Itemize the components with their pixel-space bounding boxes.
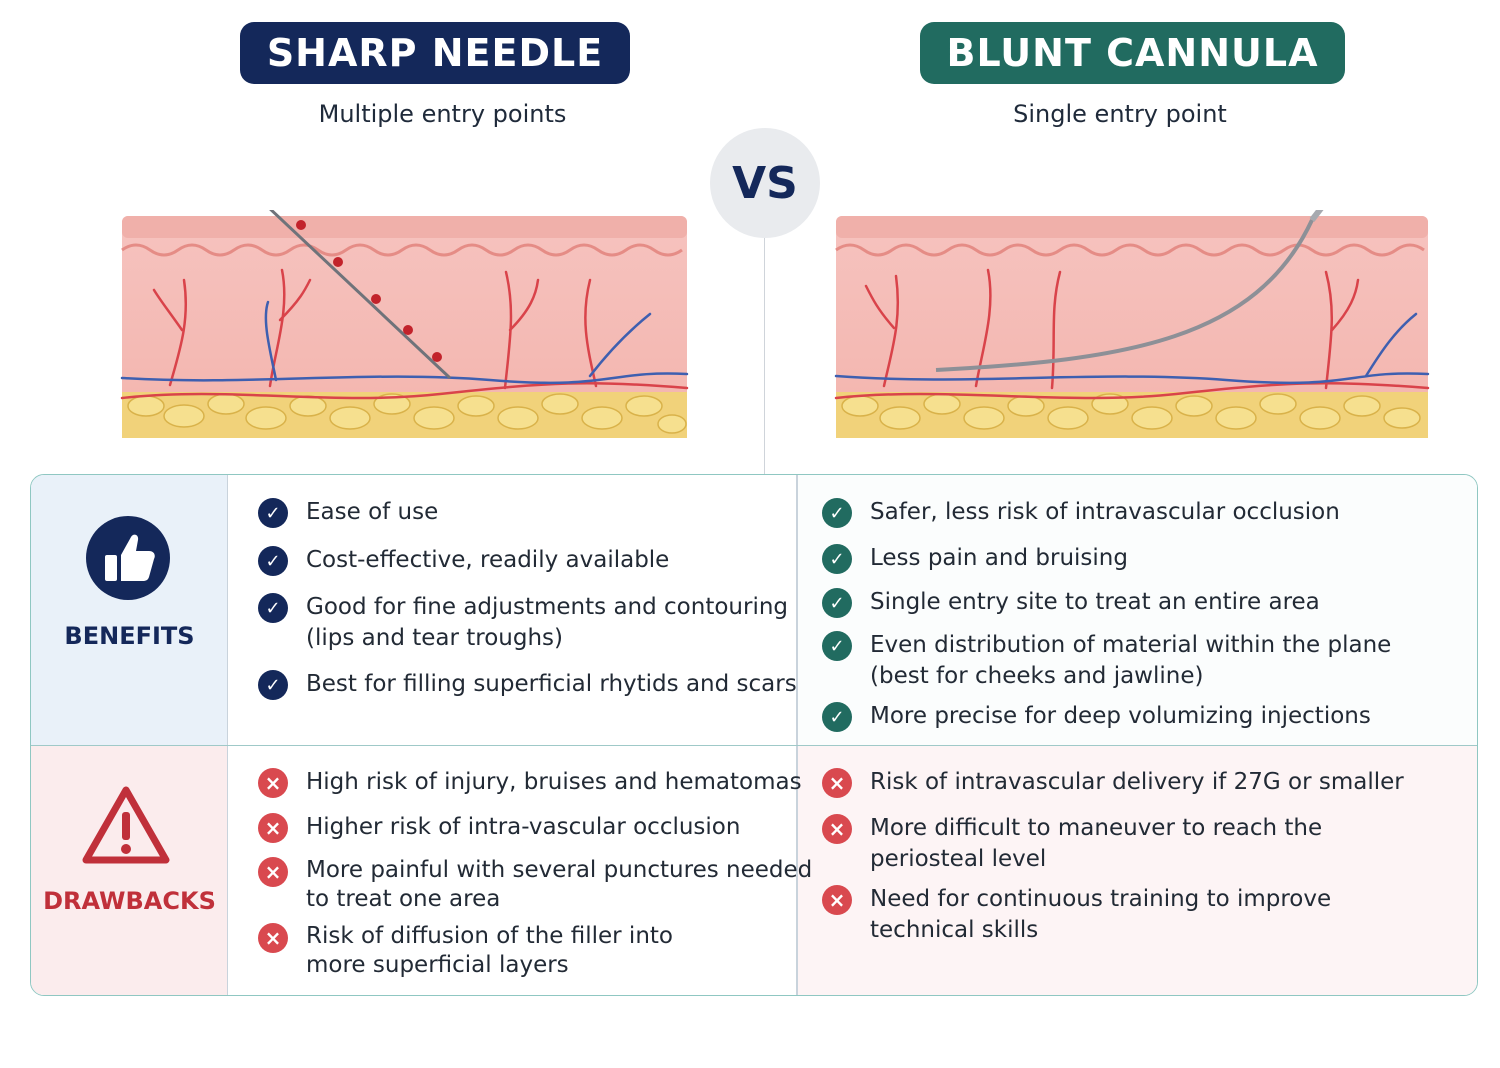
vs-badge: VS <box>710 128 820 238</box>
cannula-benefit-text: Single entry site to treat an entire are… <box>870 589 1320 615</box>
cannula-benefits-cell <box>796 475 1477 745</box>
benefits-label-cell: BENEFITS <box>31 475 228 745</box>
cannula-benefit-item: ✓ Even distribution of material within t… <box>822 630 1391 692</box>
needle-benefit-item: ✓ Best for filling superficial rhytids a… <box>258 669 797 700</box>
sharp-needle-title: SHARP NEEDLE <box>240 22 630 84</box>
needle-benefit-text: Good for fine adjustments and contouring… <box>306 594 789 651</box>
needle-drawback-text: High risk of injury, bruises and hematom… <box>306 769 802 795</box>
warning-icon <box>82 786 170 864</box>
cannula-drawbacks-cell <box>796 746 1477 995</box>
cannula-benefit-item: ✓ Less pain and bruising <box>822 543 1128 574</box>
check-icon: ✓ <box>822 498 852 528</box>
cannula-drawback-text: More difficult to maneuver to reach the … <box>870 815 1323 872</box>
drawbacks-label: DRAWBACKS <box>43 887 216 915</box>
cannula-drawback-text: Need for continuous training to improve … <box>870 886 1332 943</box>
comparison-table: BENEFITS ✓ Ease of use ✓ Cost-effective,… <box>30 474 1478 996</box>
needle-drawback-item: × More painful with several punctures ne… <box>258 856 812 914</box>
check-icon: ✓ <box>258 546 288 576</box>
center-divider <box>764 238 765 474</box>
x-mark-icon: × <box>258 857 288 887</box>
cannula-benefit-text: Even distribution of material within the… <box>870 632 1392 689</box>
column-divider <box>796 746 798 995</box>
x-mark-icon: × <box>822 768 852 798</box>
x-mark-icon: × <box>258 923 288 953</box>
x-mark-icon: × <box>822 814 852 844</box>
column-divider <box>796 475 798 745</box>
needle-drawback-text: More painful with several punctures need… <box>306 857 813 912</box>
needle-drawback-item: × High risk of injury, bruises and hemat… <box>258 767 802 798</box>
blunt-cannula-title: BLUNT CANNULA <box>920 22 1345 84</box>
sharp-needle-subtitle: Multiple entry points <box>318 100 567 128</box>
needle-drawback-item: × Higher risk of intra-vascular occlusio… <box>258 812 740 843</box>
needle-benefit-text: Best for filling superficial rhytids and… <box>306 671 797 697</box>
skin-cross-section-cannula-illustration <box>834 210 1430 438</box>
check-icon: ✓ <box>822 544 852 574</box>
needle-drawback-item: × Risk of diffusion of the filler into m… <box>258 922 673 980</box>
cannula-benefit-text: Safer, less risk of intravascular occlus… <box>870 499 1340 525</box>
x-mark-icon: × <box>822 885 852 915</box>
cannula-drawback-item: × Risk of intravascular delivery if 27G … <box>822 767 1404 798</box>
cannula-benefit-item: ✓ Safer, less risk of intravascular occl… <box>822 497 1340 528</box>
cannula-drawback-item: × Need for continuous training to improv… <box>822 884 1331 946</box>
skin-cross-section-needle-illustration <box>120 210 689 438</box>
cannula-drawback-text: Risk of intravascular delivery if 27G or… <box>870 769 1404 795</box>
needle-benefit-text: Cost-effective, readily available <box>306 547 670 573</box>
thumbs-up-icon <box>86 516 170 600</box>
needle-benefit-item: ✓ Ease of use <box>258 497 438 528</box>
check-icon: ✓ <box>822 588 852 618</box>
drawbacks-label-cell: DRAWBACKS <box>31 746 228 995</box>
needle-drawback-text: Risk of diffusion of the filler into mor… <box>306 923 673 978</box>
cannula-benefit-text: More precise for deep volumizing injecti… <box>870 703 1371 729</box>
needle-drawback-text: Higher risk of intra-vascular occlusion <box>306 814 741 840</box>
cannula-benefit-item: ✓ More precise for deep volumizing injec… <box>822 701 1371 732</box>
x-mark-icon: × <box>258 768 288 798</box>
benefits-label: BENEFITS <box>64 622 195 650</box>
check-icon: ✓ <box>258 670 288 700</box>
benefits-row: BENEFITS ✓ Ease of use ✓ Cost-effective,… <box>31 475 1477 746</box>
blunt-cannula-subtitle: Single entry point <box>1013 100 1227 128</box>
x-mark-icon: × <box>258 813 288 843</box>
cannula-benefit-item: ✓ Single entry site to treat an entire a… <box>822 587 1320 618</box>
check-icon: ✓ <box>258 593 288 623</box>
needle-benefit-text: Ease of use <box>306 499 439 525</box>
check-icon: ✓ <box>822 631 852 661</box>
check-icon: ✓ <box>822 702 852 732</box>
cannula-drawback-item: × More difficult to maneuver to reach th… <box>822 813 1322 875</box>
needle-benefit-item: ✓ Good for fine adjustments and contouri… <box>258 592 788 654</box>
cannula-benefit-text: Less pain and bruising <box>870 545 1128 571</box>
drawbacks-row: DRAWBACKS × High risk of injury, bruises… <box>31 746 1477 995</box>
check-icon: ✓ <box>258 498 288 528</box>
needle-benefit-item: ✓ Cost-effective, readily available <box>258 545 669 576</box>
